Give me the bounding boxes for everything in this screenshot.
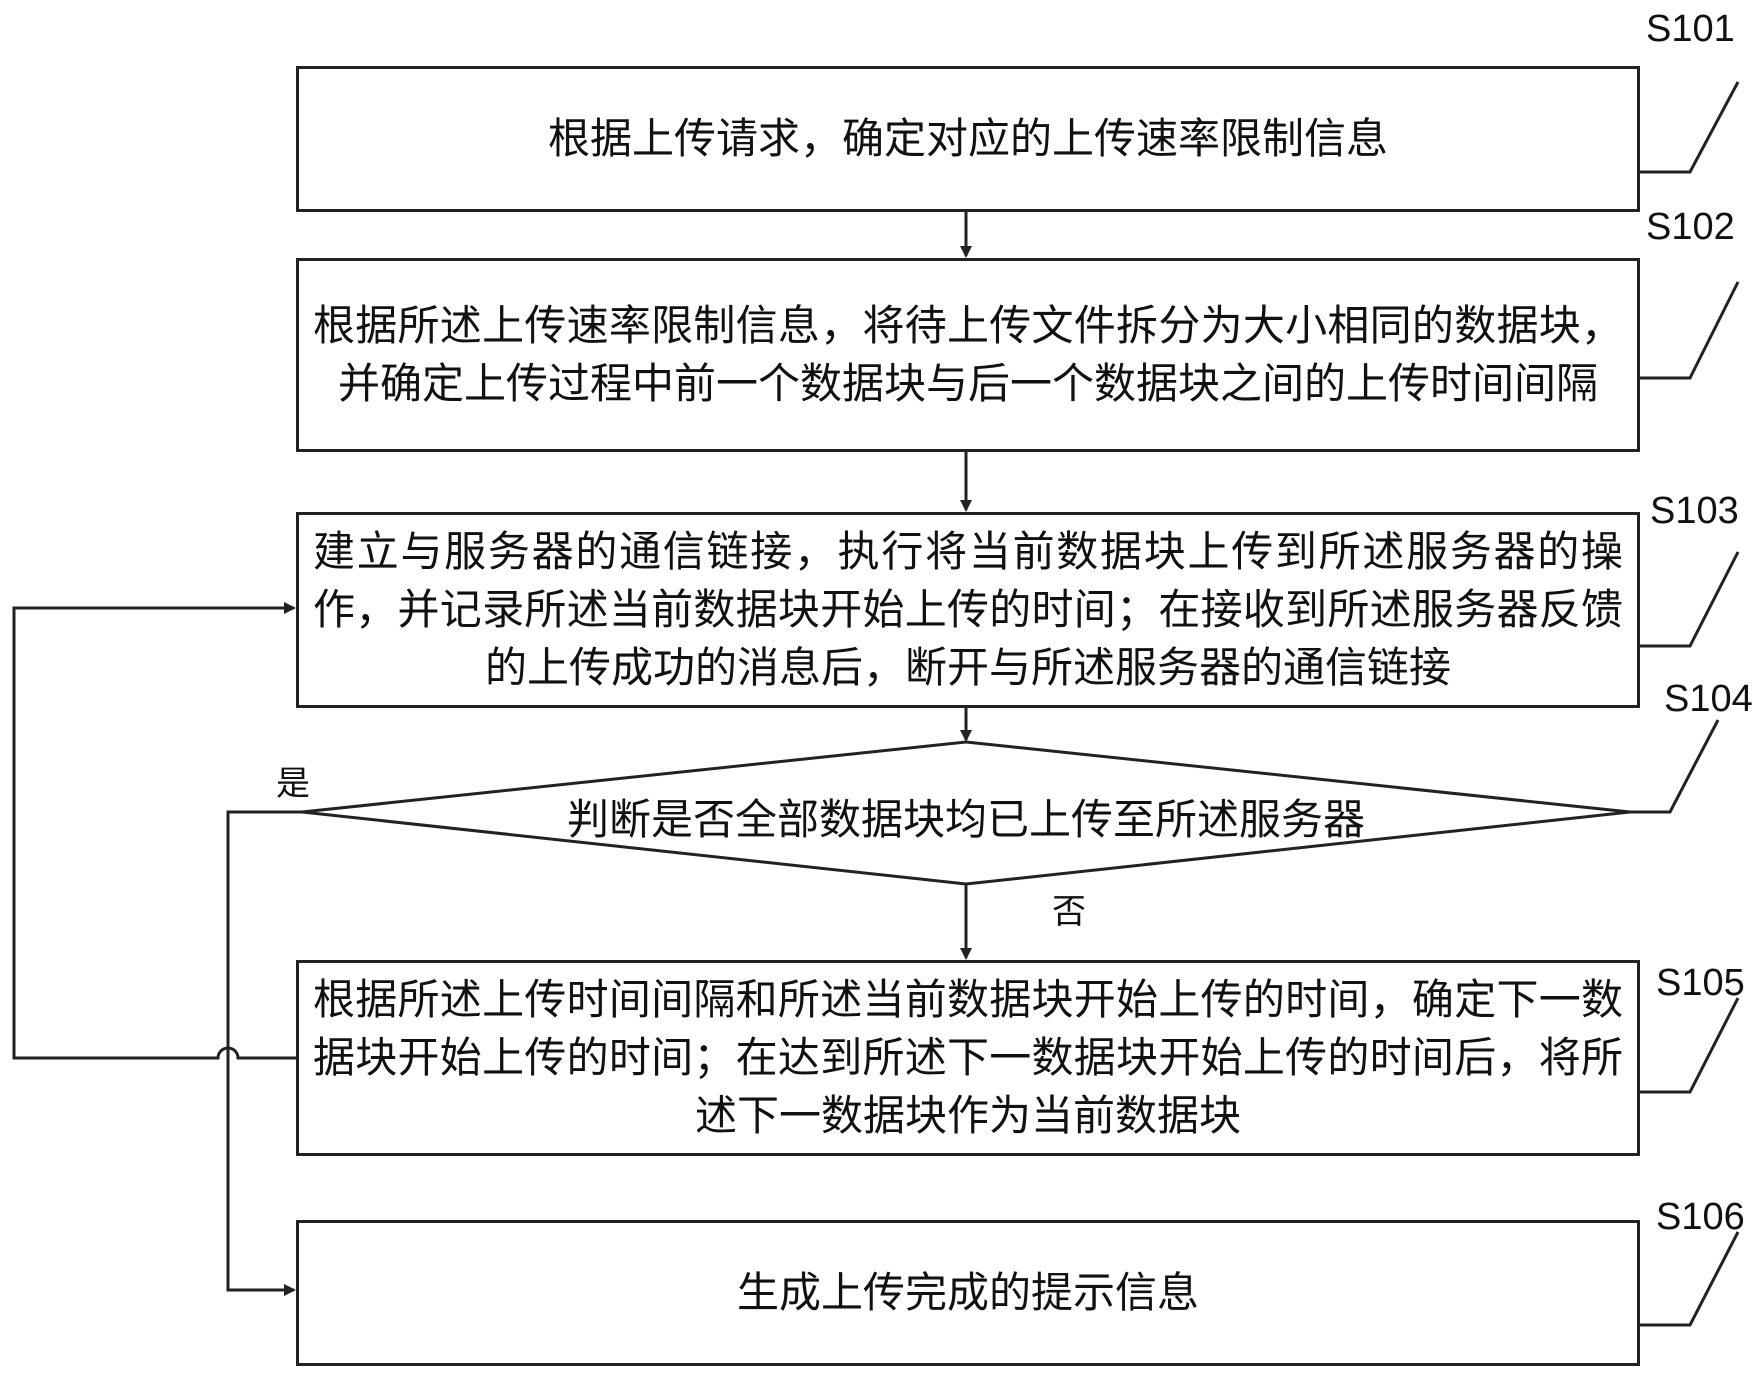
leader-s104 — [1630, 719, 1720, 814]
leader-s103 — [1638, 551, 1740, 648]
step-s105-text: 根据所述上传时间间隔和所述当前数据块开始上传的时间，确定下一数据块开始上传的时间… — [313, 975, 1623, 1140]
step-s101-box: 根据上传请求，确定对应的上传速率限制信息 — [296, 66, 1640, 212]
step-s105-box: 根据所述上传时间间隔和所述当前数据块开始上传的时间，确定下一数据块开始上传的时间… — [296, 960, 1640, 1156]
step-s106-box: 生成上传完成的提示信息 — [296, 1220, 1640, 1366]
step-s101-label: S101 — [1646, 8, 1735, 50]
leader-s101 — [1638, 81, 1740, 174]
step-s106-label: S106 — [1656, 1196, 1745, 1238]
step-s102-label: S102 — [1646, 206, 1735, 248]
loop-back-line — [12, 602, 296, 1060]
step-s103-box: 建立与服务器的通信链接，执行将当前数据块上传到所述服务器的操作，并记录所述当前数… — [296, 512, 1640, 708]
step-s102-text: 根据所述上传速率限制信息，将待上传文件拆分为大小相同的数据块，并确定上传过程中前… — [313, 301, 1623, 408]
step-s101-text: 根据上传请求，确定对应的上传速率限制信息 — [547, 114, 1388, 163]
step-s102-box: 根据所述上传速率限制信息，将待上传文件拆分为大小相同的数据块，并确定上传过程中前… — [296, 258, 1640, 452]
step-s106-text: 生成上传完成的提示信息 — [736, 1268, 1199, 1317]
decision-diamond — [301, 740, 1631, 886]
branch-yes-label: 是 — [276, 764, 310, 804]
yes-branch-line — [226, 810, 302, 1296]
leader-s102 — [1638, 281, 1740, 380]
step-s104-text: 判断是否全部数据块均已上传至所述服务器 — [566, 795, 1365, 844]
leader-s105 — [1638, 997, 1740, 1094]
step-s103-label: S103 — [1650, 490, 1739, 532]
step-s104-label: S104 — [1664, 678, 1753, 720]
branch-no-label: 否 — [1052, 892, 1086, 932]
leader-s106 — [1638, 1231, 1740, 1327]
step-s103-text: 建立与服务器的通信链接，执行将当前数据块上传到所述服务器的操作，并记录所述当前数… — [313, 527, 1623, 692]
step-s105-label: S105 — [1656, 962, 1745, 1004]
